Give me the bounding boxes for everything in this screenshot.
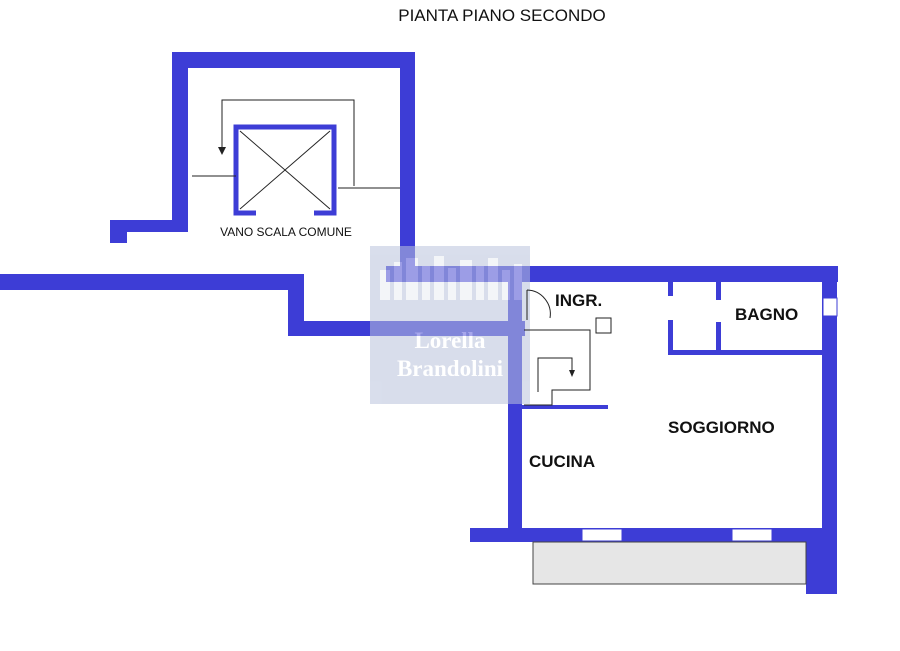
watermark: Lorella Brandolini (370, 246, 530, 404)
internal-stair (524, 317, 612, 406)
plan-title: PIANTA PIANO SECONDO (398, 6, 606, 25)
door-gap-bath2 (716, 300, 721, 322)
internal-stair-arrow (537, 357, 573, 392)
corridor-outline (0, 274, 525, 336)
internal-stair-arrow-head (569, 370, 575, 377)
window-bottom-left (581, 528, 623, 542)
label-living: SOGGIORNO (668, 418, 775, 437)
label-bathroom: BAGNO (735, 305, 798, 324)
door-gap-bath (668, 296, 673, 320)
kitchen-partition (522, 405, 608, 409)
corridor-walls (0, 274, 525, 336)
watermark-box (370, 246, 530, 404)
balcony (532, 541, 807, 585)
stair-hall-outline (110, 52, 415, 270)
elevator-cross-b (239, 130, 331, 210)
internal-stair-outline (524, 329, 591, 406)
elevator (233, 124, 337, 216)
apt-right-stub (806, 542, 837, 594)
window-bottom-right (731, 528, 773, 542)
entrance-column (595, 317, 612, 334)
label-stair-hall: VANO SCALA COMUNE (220, 225, 352, 239)
window-bath (822, 297, 838, 317)
stair-hall-walls (110, 52, 415, 270)
entrance-door (526, 289, 551, 320)
watermark-line2: Brandolini (397, 356, 504, 381)
watermark-skyline (380, 256, 522, 300)
elevator-door-gap (256, 208, 314, 216)
window-openings (581, 296, 838, 542)
label-entrance: INGR. (555, 291, 602, 310)
door-swing-arc (526, 289, 551, 319)
bath-partition-bottom (668, 350, 822, 355)
stair-arrow-head (218, 147, 226, 155)
apt-right-wall (822, 282, 837, 594)
label-kitchen: CUCINA (529, 452, 595, 471)
stair-arrow-line (221, 99, 355, 186)
stair-hall-arrow (192, 99, 400, 189)
watermark-line1: Lorella (414, 328, 486, 353)
